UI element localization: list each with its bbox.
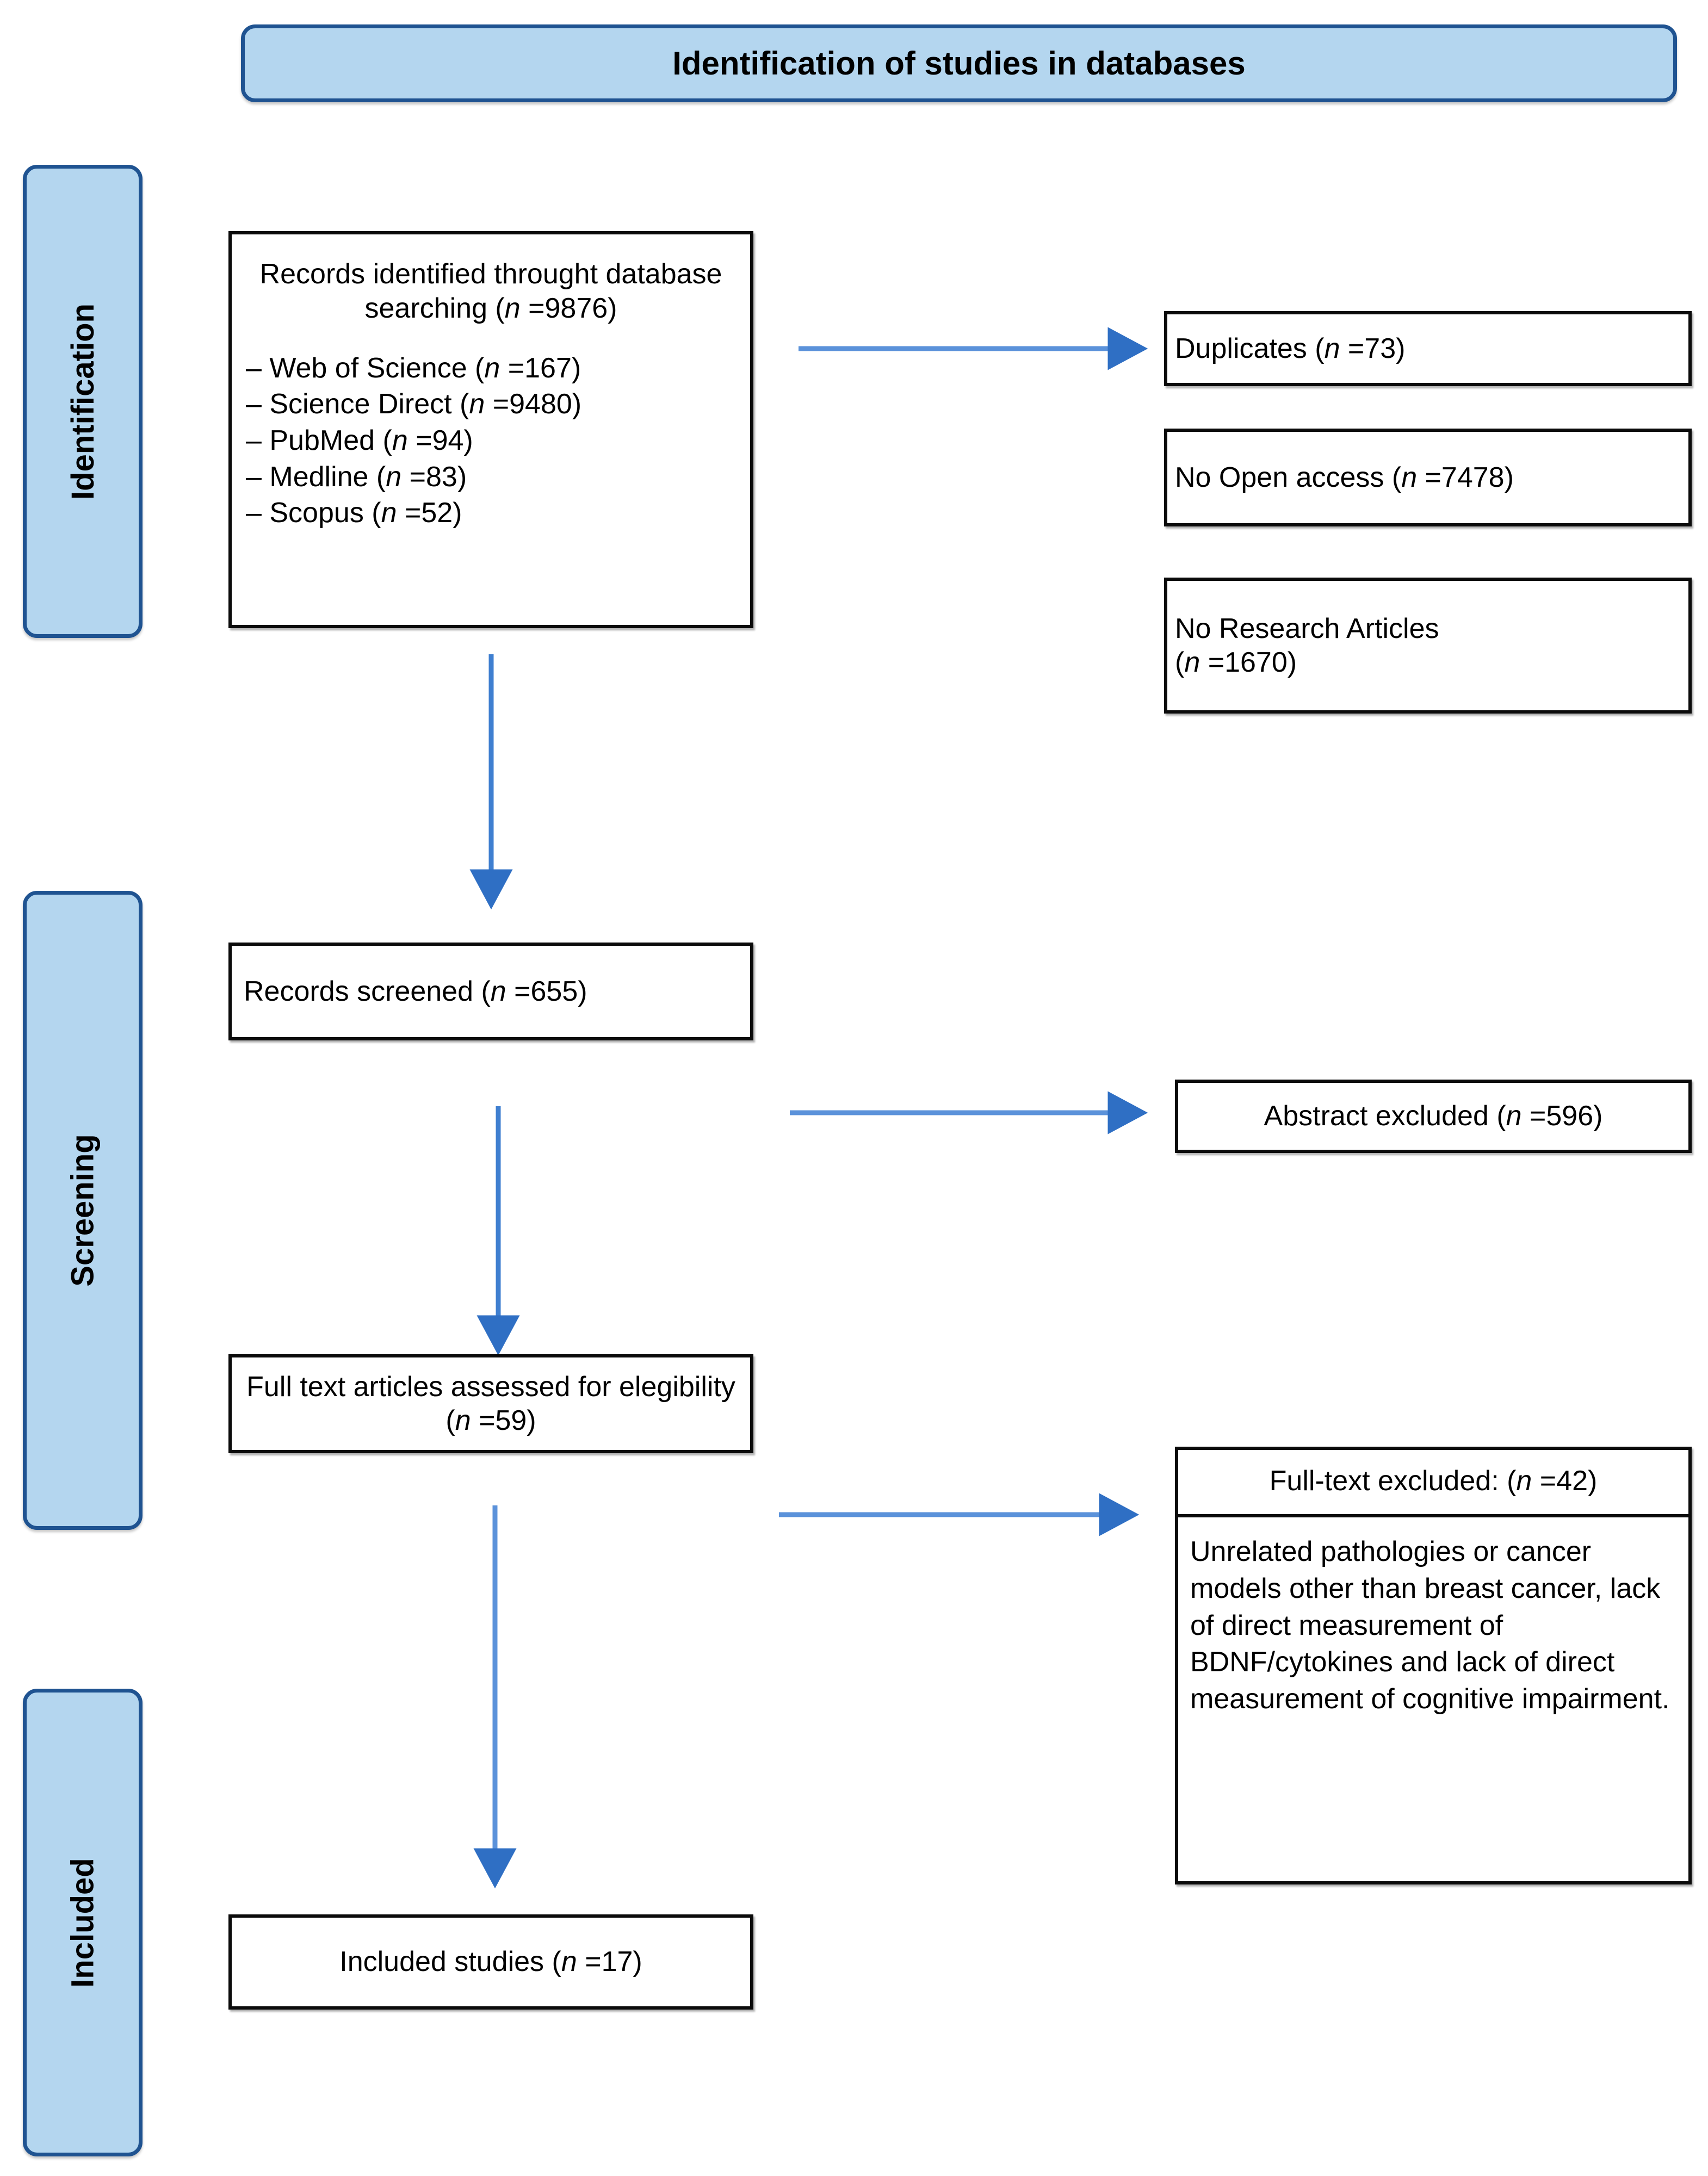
abstract-excluded-n: n — [1506, 1100, 1522, 1132]
fulltext-assessed-text: Full text articles assessed for elegibil… — [240, 1370, 741, 1438]
fulltext-excluded-label: Full-text excluded: ( — [1269, 1465, 1517, 1497]
source-name: Scopus ( — [269, 497, 381, 529]
no-open-access-value: =7478) — [1417, 461, 1514, 493]
included-studies-value: =17) — [577, 1946, 642, 1978]
fulltext-assessed-n: n — [455, 1405, 471, 1436]
fulltext-assessed-value: =59) — [471, 1405, 536, 1436]
source-n: n — [484, 352, 500, 384]
no-open-access-n: n — [1401, 461, 1418, 493]
source-name: Medline ( — [269, 461, 386, 493]
included-studies-label: Included studies ( — [339, 1946, 561, 1978]
duplicates-value: =73) — [1340, 332, 1406, 364]
records-identified-lead-n: n — [504, 293, 521, 325]
records-screened-text: Records screened (n =655) — [244, 975, 738, 1008]
diagram-title-banner: Identification of studies in databases — [241, 24, 1677, 102]
source-n: n — [381, 497, 397, 529]
no-research-articles-value: =1670) — [1200, 647, 1297, 678]
page-title: Identification of studies in databases — [672, 45, 1246, 82]
no-open-access-text: No Open access (n =7478) — [1175, 461, 1681, 494]
source-n: n — [469, 388, 485, 420]
source-value: =52) — [397, 497, 462, 529]
records-identified-lead-text: Records identified throught database sea… — [259, 258, 722, 325]
fulltext-assessed-label: Full text articles assessed for elegibil… — [246, 1371, 735, 1436]
list-item: – Medline (n =83) — [246, 459, 736, 495]
box-abstract-excluded: Abstract excluded (n =596) — [1175, 1080, 1692, 1153]
records-screened-n: n — [490, 975, 506, 1007]
abstract-excluded-value: =596) — [1521, 1100, 1603, 1132]
records-screened-label: Records screened ( — [244, 975, 491, 1007]
included-studies-n: n — [561, 1946, 577, 1978]
source-name: PubMed ( — [269, 424, 392, 456]
box-no-research-articles: No Research Articles (n =1670) — [1164, 578, 1692, 714]
no-research-articles-n: n — [1184, 647, 1200, 678]
fulltext-excluded-value: =42) — [1532, 1465, 1598, 1497]
records-identified-source-list: – Web of Science (n =167) – Science Dire… — [246, 350, 736, 531]
abstract-excluded-label: Abstract excluded ( — [1264, 1100, 1506, 1132]
source-dash: – — [246, 497, 262, 529]
source-n: n — [392, 424, 408, 456]
box-records-identified: Records identified throught database sea… — [228, 231, 753, 628]
records-identified-lead-value: =9876) — [520, 293, 617, 325]
no-research-articles-line2: (n =1670) — [1175, 646, 1681, 679]
source-dash: – — [246, 461, 262, 493]
fulltext-excluded-n: n — [1516, 1465, 1532, 1497]
included-studies-text: Included studies (n =17) — [244, 1945, 738, 1979]
source-dash: – — [246, 388, 262, 420]
source-value: =94) — [407, 424, 473, 456]
no-research-articles-paren: ( — [1175, 647, 1185, 678]
box-included-studies: Included studies (n =17) — [228, 1914, 753, 2010]
stage-bar-included: Included — [23, 1689, 143, 2156]
list-item: – Science Direct (n =9480) — [246, 386, 736, 423]
box-fulltext-excluded: Full-text excluded: (n =42) Unrelated pa… — [1175, 1447, 1692, 1884]
fulltext-excluded-reasons: Unrelated pathologies or cancer models o… — [1190, 1536, 1670, 1715]
source-name: Science Direct ( — [269, 388, 469, 420]
stage-bar-identification: Identification — [23, 165, 143, 638]
box-records-screened: Records screened (n =655) — [228, 943, 753, 1040]
stage-label-included: Included — [65, 1857, 101, 1988]
stage-label-screening: Screening — [65, 1134, 101, 1287]
source-dash: – — [246, 352, 262, 384]
stage-bar-screening: Screening — [23, 891, 143, 1530]
box-no-open-access: No Open access (n =7478) — [1164, 429, 1692, 526]
duplicates-text: Duplicates (n =73) — [1175, 332, 1681, 365]
box-duplicates: Duplicates (n =73) — [1164, 311, 1692, 386]
list-item: – Scopus (n =52) — [246, 495, 736, 531]
fulltext-excluded-header: Full-text excluded: (n =42) — [1178, 1450, 1688, 1518]
no-open-access-label: No Open access ( — [1175, 461, 1402, 493]
list-item: – Web of Science (n =167) — [246, 350, 736, 387]
source-n: n — [386, 461, 402, 493]
stage-label-identification: Identification — [65, 303, 101, 500]
no-research-articles-line1: No Research Articles — [1175, 612, 1439, 644]
abstract-excluded-text: Abstract excluded (n =596) — [1186, 1099, 1681, 1133]
box-fulltext-assessed: Full text articles assessed for elegibil… — [228, 1354, 753, 1453]
source-value: =83) — [401, 461, 467, 493]
source-value: =9480) — [485, 388, 582, 420]
source-name: Web of Science ( — [269, 352, 485, 384]
duplicates-n: n — [1324, 332, 1340, 364]
source-dash: – — [246, 424, 262, 456]
records-identified-lead: Records identified throught database sea… — [246, 257, 736, 326]
list-item: – PubMed (n =94) — [246, 423, 736, 459]
source-value: =167) — [500, 352, 581, 384]
records-screened-value: =655) — [506, 975, 587, 1007]
duplicates-label: Duplicates ( — [1175, 332, 1325, 364]
